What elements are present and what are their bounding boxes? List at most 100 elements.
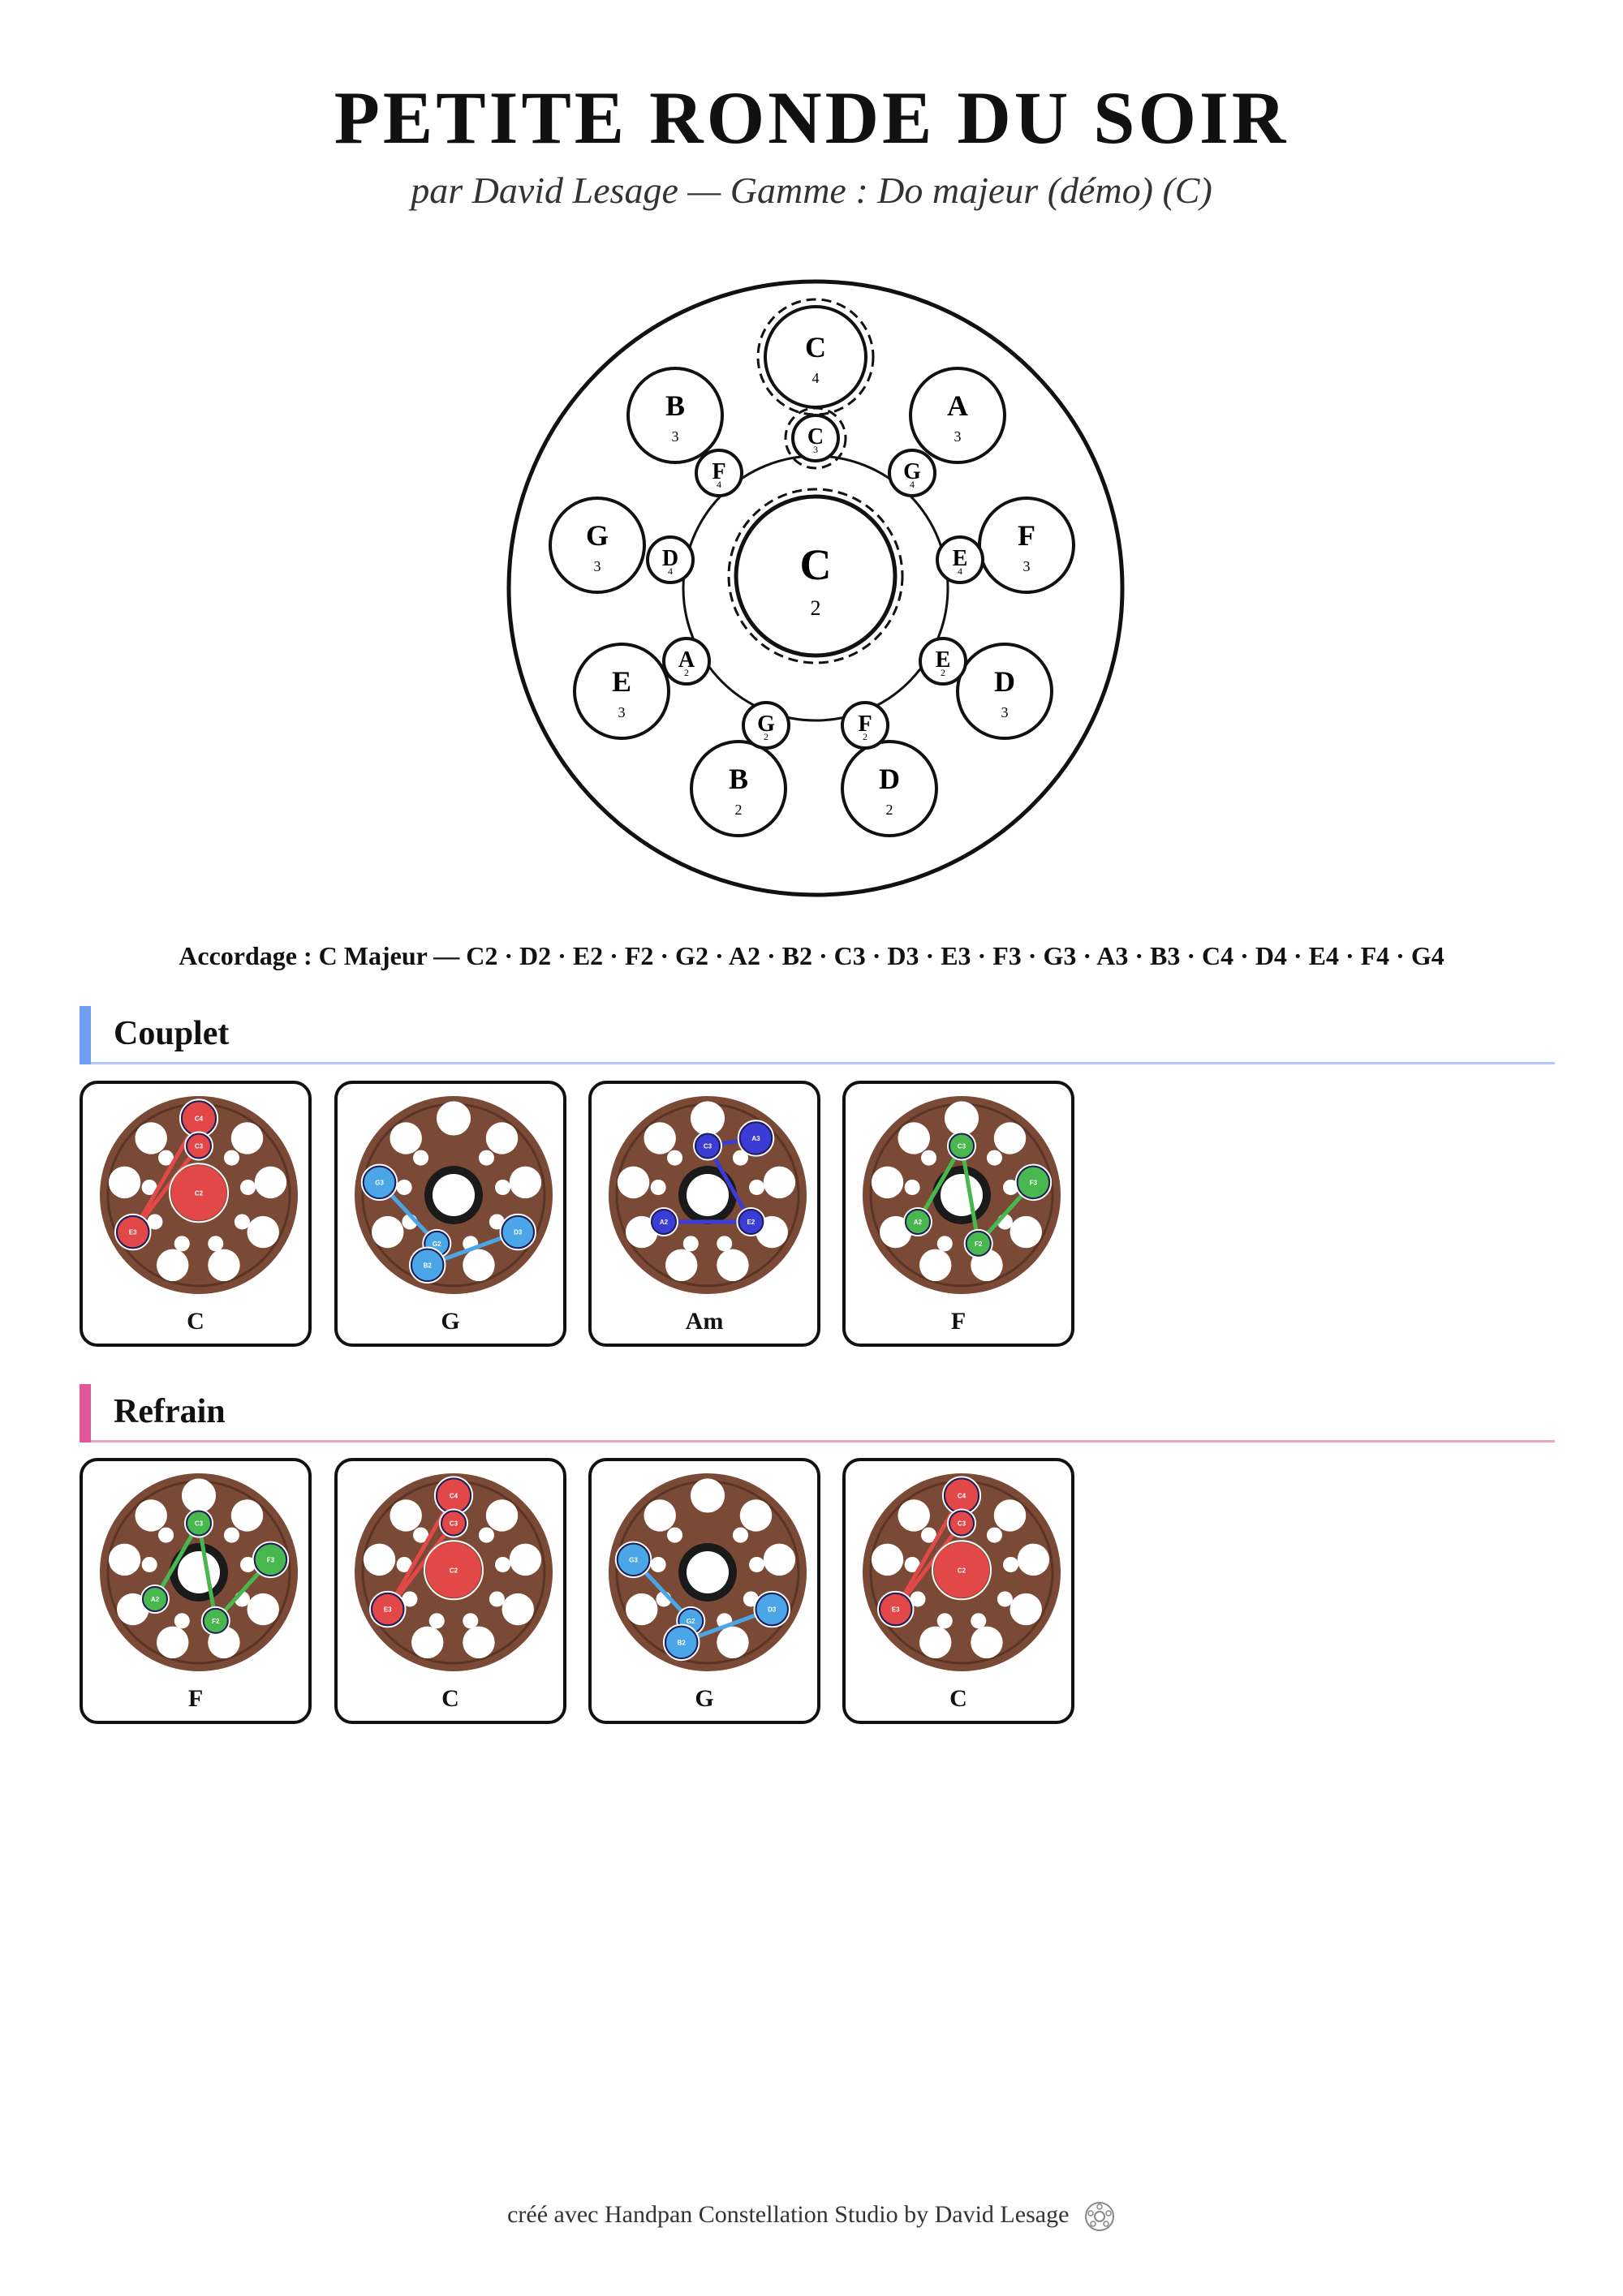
active-note [965,1230,992,1257]
note-name: C [807,424,824,449]
note-hole [993,1122,1027,1154]
note-G3: G3 [549,497,646,594]
note-C2: C2 [727,488,904,664]
note-F3: F3 [978,497,1075,594]
note-hole [234,1214,250,1230]
active-note-label: E3 [384,1606,392,1614]
note-hole [158,1527,174,1543]
handpan-icon [1084,2202,1114,2231]
note-hole [463,1613,479,1629]
note-octave: 3 [954,428,962,445]
note-hole [413,1150,429,1166]
active-note-label: G2 [687,1618,695,1625]
chord-label: C [949,1685,967,1712]
note-hole [1010,1215,1042,1249]
active-note [426,1542,481,1598]
note-hole [1003,1179,1019,1195]
note-hole [509,1543,542,1576]
note-hole [910,1591,926,1607]
note-octave: 3 [1001,704,1009,720]
note-hole [919,1249,952,1282]
active-note-label: E2 [747,1219,755,1226]
handpan-outline [506,279,1125,897]
note-hole [223,1527,239,1543]
note-F2: F2 [841,701,889,750]
active-note [695,1133,721,1159]
active-note [141,1585,168,1612]
active-note-label: C2 [958,1567,966,1574]
note-octave: 3 [813,444,818,455]
note-hole [240,1179,256,1195]
note-D2: D2 [841,740,938,837]
note-hole [509,1166,542,1199]
note-E4: E4 [936,535,984,584]
active-note-label: G2 [433,1240,441,1248]
note-name: G [757,712,775,737]
note-hole [936,1236,953,1252]
note-hole [478,1150,494,1166]
note-hole [936,1613,953,1629]
note-hole [1003,1556,1019,1572]
active-note [410,1248,445,1283]
note-F4: F4 [695,449,743,497]
active-note-label: D3 [768,1606,777,1614]
active-note-label: C4 [450,1492,458,1499]
active-note-label: C3 [704,1142,712,1150]
section-underline [80,1440,1555,1443]
note-E2: E2 [919,637,967,686]
active-note-label: C4 [958,1492,966,1499]
chord-label: C [187,1308,204,1335]
footer: créé avec Handpan Constellation Studio b… [0,2200,1623,2233]
note-G4: G4 [888,449,936,497]
page-title: PETITE RONDE DU SOIR [334,76,1289,159]
active-note-label: F3 [1030,1179,1038,1186]
note-hole [174,1613,190,1629]
active-note-label: E3 [892,1606,900,1614]
note-hole [739,1499,773,1532]
note-octave: 2 [863,731,867,742]
chord-label: Am [685,1308,724,1335]
section-underline [80,1062,1555,1064]
chord-label: F [950,1308,966,1335]
note-octave: 2 [764,731,768,742]
note-hole [986,1527,1002,1543]
note-hole [147,1214,163,1230]
note-name: A [678,647,695,673]
note-hole [396,1179,412,1195]
note-hole [413,1527,429,1543]
note-hole [363,1543,396,1576]
footer-text: créé avec Handpan Constellation Studio b… [507,2200,1070,2228]
note-name: E [936,647,951,673]
note-hole [208,1236,224,1252]
note-hole [667,1527,683,1543]
active-note-label: F2 [212,1618,220,1625]
note-hole [463,1626,495,1659]
note-hole [749,1556,765,1572]
note-hole [665,1249,698,1282]
active-note-label: F3 [267,1556,275,1563]
note-hole [411,1626,444,1659]
note-hole [135,1122,167,1154]
note-octave: 4 [668,565,673,577]
note-name: D [994,665,1015,698]
note-hole [156,1249,189,1282]
note-hole [986,1150,1002,1166]
note-hole [158,1150,174,1166]
note-hole [717,1249,749,1282]
active-note-label: C3 [195,1142,204,1150]
note-hole [223,1150,239,1166]
note-hole [904,1556,920,1572]
note-name: C [805,331,826,363]
note-hole [749,1179,765,1195]
